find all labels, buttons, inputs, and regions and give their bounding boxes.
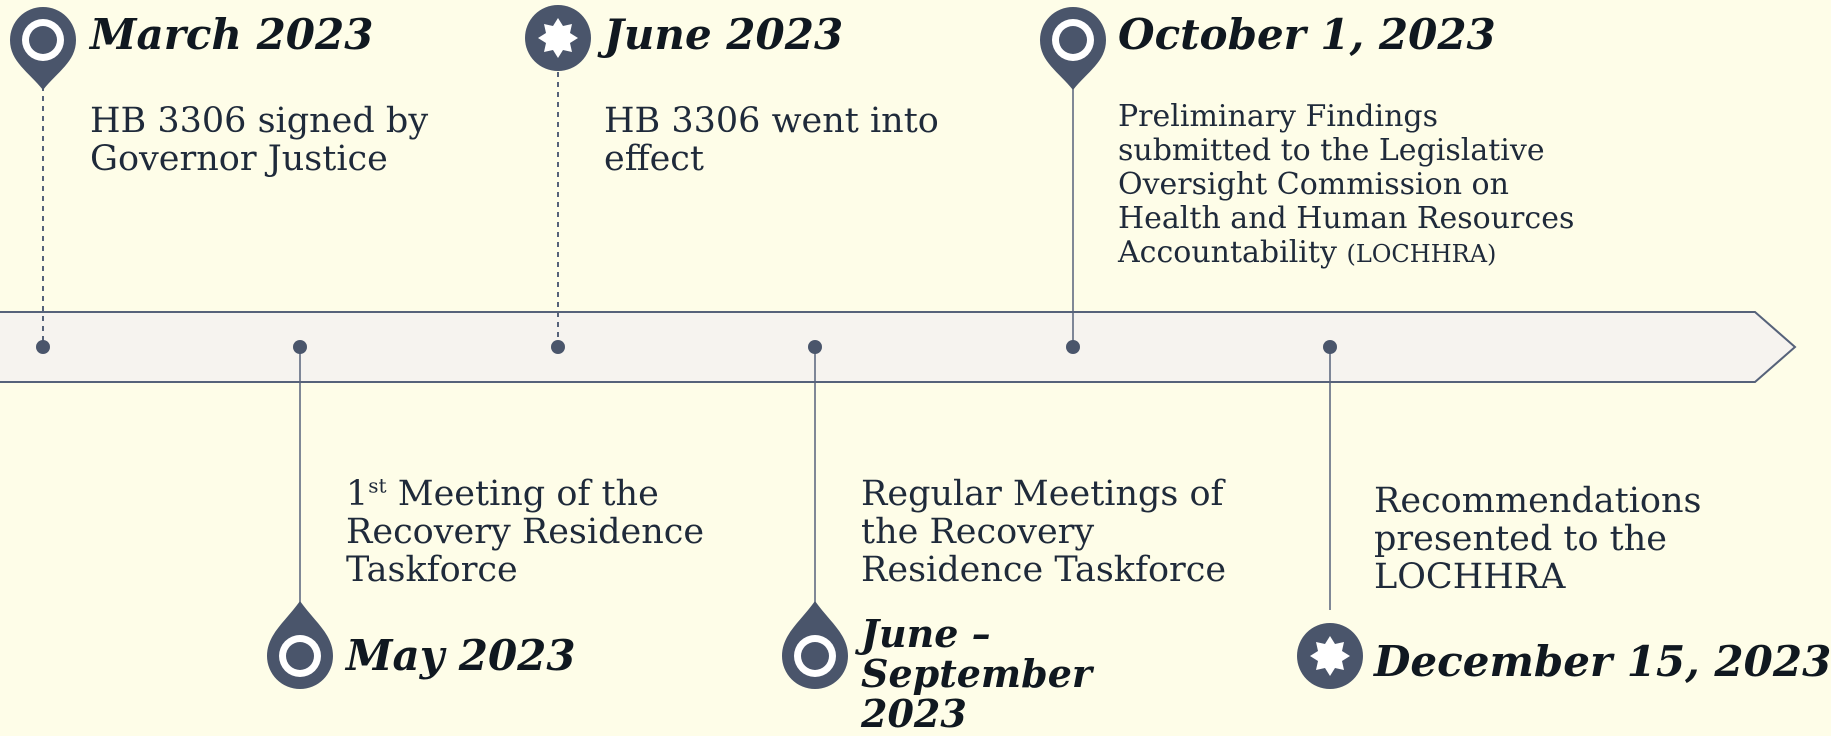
timeline-dot-may bbox=[293, 340, 307, 354]
event-description-may: 1st Meeting of the Recovery Residence Ta… bbox=[346, 475, 716, 589]
event-date-march: March 2023 bbox=[90, 10, 374, 59]
timeline-graphics bbox=[0, 5, 1797, 689]
starburst-badge-icon bbox=[1297, 623, 1363, 689]
map-pin-icon bbox=[10, 7, 76, 90]
event-date-june: June 2023 bbox=[604, 10, 844, 59]
event-date-october: October 1, 2023 bbox=[1118, 10, 1496, 59]
event-description-october: Preliminary Findings submitted to the Le… bbox=[1118, 100, 1588, 271]
event-description-october-abbr: (LOCHHRA) bbox=[1346, 240, 1497, 268]
timeline-dot-december bbox=[1323, 340, 1337, 354]
starburst-badge-icon bbox=[525, 5, 591, 71]
event-description-may-lead: 1 bbox=[346, 474, 369, 514]
event-description-december: Recommendations presented to the LOCHHRA bbox=[1374, 481, 1702, 597]
event-description-may-sup: st bbox=[368, 473, 387, 498]
timeline-arrow bbox=[0, 311, 1797, 383]
timeline-diagram: March 2023 June 2023 October 1, 2023 May… bbox=[0, 5, 1831, 733]
timeline-dot-june bbox=[551, 340, 565, 354]
event-description-october-text: Preliminary Findings submitted to the Le… bbox=[1118, 99, 1575, 270]
event-description-may-text: Meeting of the Recovery Residence Taskfo… bbox=[346, 474, 705, 590]
event-description-june: HB 3306 went into effect bbox=[604, 101, 939, 179]
map-pin-icon bbox=[1040, 7, 1106, 90]
event-description-june-september: Regular Meetings of the Recovery Residen… bbox=[861, 474, 1227, 590]
event-date-may: May 2023 bbox=[346, 631, 576, 680]
event-date-june-september: June – September 2023 bbox=[861, 611, 1092, 736]
timeline-dot-october bbox=[1066, 340, 1080, 354]
timeline-dot-march bbox=[36, 340, 50, 354]
map-pin-icon bbox=[782, 601, 848, 689]
event-description-march: HB 3306 signed by Governor Justice bbox=[90, 101, 429, 179]
timeline-dot-june-september bbox=[808, 340, 822, 354]
event-date-december: December 15, 2023 bbox=[1374, 637, 1831, 686]
map-pin-icon bbox=[267, 601, 333, 689]
